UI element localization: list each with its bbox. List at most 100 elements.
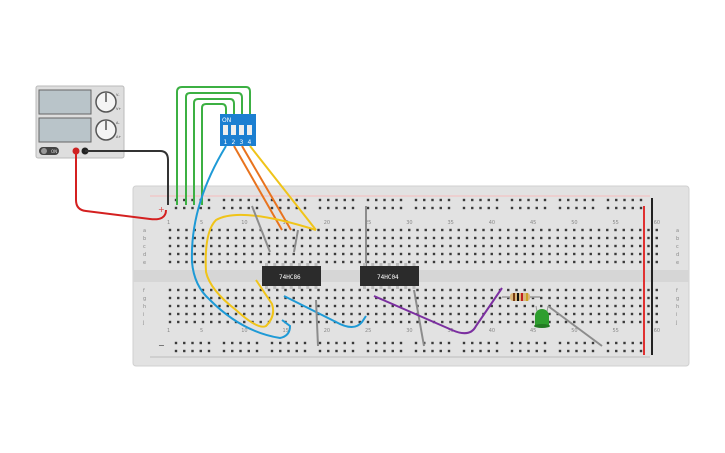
breadboard-hole[interactable] [391,206,394,210]
breadboard-hole[interactable] [606,206,610,210]
breadboard-hole[interactable] [292,244,295,248]
breadboard-hole[interactable] [408,228,411,232]
breadboard-hole[interactable] [325,228,328,232]
breadboard-hole[interactable] [573,312,576,316]
breadboard-hole[interactable] [471,341,474,345]
breadboard-hole[interactable] [597,304,601,308]
breadboard-hole[interactable] [335,206,338,210]
breadboard-hole[interactable] [622,320,625,324]
breadboard-hole[interactable] [300,236,304,240]
breadboard-hole[interactable] [606,288,609,292]
breadboard-hole[interactable] [535,349,538,353]
breadboard-hole[interactable] [548,312,551,316]
breadboard-hole[interactable] [482,296,485,300]
breadboard-hole[interactable] [490,260,493,264]
breadboard-hole[interactable] [226,244,229,248]
breadboard-hole[interactable] [416,296,419,300]
breadboard-hole[interactable] [462,206,466,210]
breadboard-hole[interactable] [287,349,290,353]
breadboard-hole[interactable] [231,206,234,210]
breadboard-hole[interactable] [655,236,658,240]
breadboard-hole[interactable] [343,198,346,202]
breadboard-hole[interactable] [234,288,238,292]
breadboard-hole[interactable] [482,252,485,256]
breadboard-hole[interactable] [431,349,434,353]
breadboard-hole[interactable] [251,244,254,248]
breadboard-hole[interactable] [498,260,502,264]
breadboard-hole[interactable] [515,252,518,256]
breadboard-hole[interactable] [558,341,562,345]
breadboard-hole[interactable] [606,320,609,324]
breadboard-hole[interactable] [350,228,353,232]
breadboard-hole[interactable] [597,236,601,240]
breadboard-hole[interactable] [207,341,211,345]
breadboard-hole[interactable] [465,260,469,264]
breadboard-hole[interactable] [543,341,547,345]
breadboard-hole[interactable] [391,304,394,308]
breadboard-hole[interactable] [498,244,502,248]
breadboard-hole[interactable] [639,312,642,316]
breadboard-hole[interactable] [615,341,618,345]
breadboard-hole[interactable] [366,228,370,232]
breadboard-hole[interactable] [168,320,172,324]
breadboard-hole[interactable] [276,260,279,264]
breadboard-hole[interactable] [655,228,658,232]
breadboard-hole[interactable] [540,260,543,264]
breadboard-hole[interactable] [177,296,180,300]
breadboard-hole[interactable] [279,349,282,353]
breadboard-hole[interactable] [581,252,584,256]
breadboard-hole[interactable] [615,206,618,210]
breadboard-hole[interactable] [631,341,634,345]
breadboard-hole[interactable] [535,206,538,210]
dip-toggle-3[interactable] [239,125,244,135]
breadboard-hole[interactable] [300,320,304,324]
breadboard-hole[interactable] [408,320,411,324]
wire-orange-1[interactable] [233,145,283,231]
breadboard-hole[interactable] [276,320,279,324]
breadboard-hole[interactable] [366,244,370,248]
breadboard-hole[interactable] [343,349,346,353]
breadboard-hole[interactable] [479,206,482,210]
breadboard-hole[interactable] [630,236,634,240]
breadboard-hole[interactable] [318,341,322,345]
breadboard-hole[interactable] [408,260,411,264]
breadboard-hole[interactable] [383,206,386,210]
breadboard-hole[interactable] [523,252,526,256]
breadboard-hole[interactable] [327,198,330,202]
breadboard-hole[interactable] [366,260,370,264]
breadboard-hole[interactable] [300,252,304,256]
wire-supply-positive[interactable] [75,151,167,221]
wire-supply-negative[interactable] [85,150,169,205]
breadboard-hole[interactable] [185,236,188,240]
breadboard-hole[interactable] [383,320,386,324]
breadboard-hole[interactable] [540,304,543,308]
breadboard-hole[interactable] [210,320,213,324]
breadboard-hole[interactable] [358,288,361,292]
breadboard-hole[interactable] [375,206,378,210]
wire-green-4[interactable] [201,103,227,205]
breadboard-hole[interactable] [185,320,188,324]
breadboard-hole[interactable] [556,304,559,308]
wire-gray-5[interactable] [413,289,425,347]
breadboard-hole[interactable] [597,296,601,300]
breadboard-hole[interactable] [581,296,584,300]
breadboard-hole[interactable] [424,228,427,232]
breadboard-hole[interactable] [548,320,551,324]
breadboard-hole[interactable] [183,341,186,345]
breadboard-hole[interactable] [639,288,642,292]
breadboard-hole[interactable] [606,304,609,308]
breadboard-hole[interactable] [457,260,460,264]
breadboard-hole[interactable] [639,228,642,232]
breadboard-hole[interactable] [317,228,320,232]
breadboard-hole[interactable] [358,236,361,240]
breadboard-hole[interactable] [222,206,226,210]
breadboard-hole[interactable] [366,236,370,240]
breadboard-hole[interactable] [606,349,610,353]
breadboard-hole[interactable] [614,320,617,324]
breadboard-hole[interactable] [210,228,213,232]
breadboard-hole[interactable] [589,288,592,292]
breadboard-hole[interactable] [556,296,559,300]
breadboard-hole[interactable] [655,288,658,292]
breadboard-hole[interactable] [573,320,576,324]
breadboard-hole[interactable] [399,341,403,345]
